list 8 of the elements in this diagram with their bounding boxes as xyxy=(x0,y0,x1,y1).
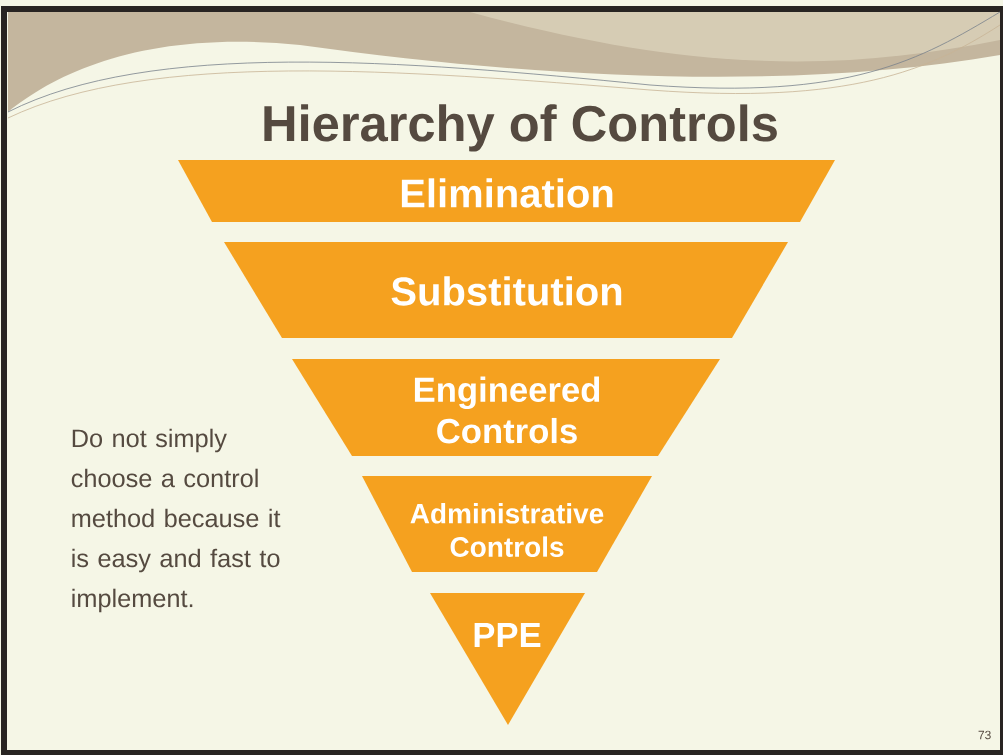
pyramid-band: Substitution xyxy=(224,242,788,338)
pyramid-band: Engineered Controls xyxy=(292,359,720,456)
page-number: 73 xyxy=(978,730,991,740)
pyramid-band: Elimination xyxy=(178,160,835,222)
title: Hierarchy of Controls xyxy=(264,104,777,152)
side-note: Do not simply choose a control method because it is easy and fast to implement. xyxy=(71,428,281,613)
pyramid-band: PPE xyxy=(430,593,585,725)
pyramid-band: Administrative Controls xyxy=(362,476,652,572)
